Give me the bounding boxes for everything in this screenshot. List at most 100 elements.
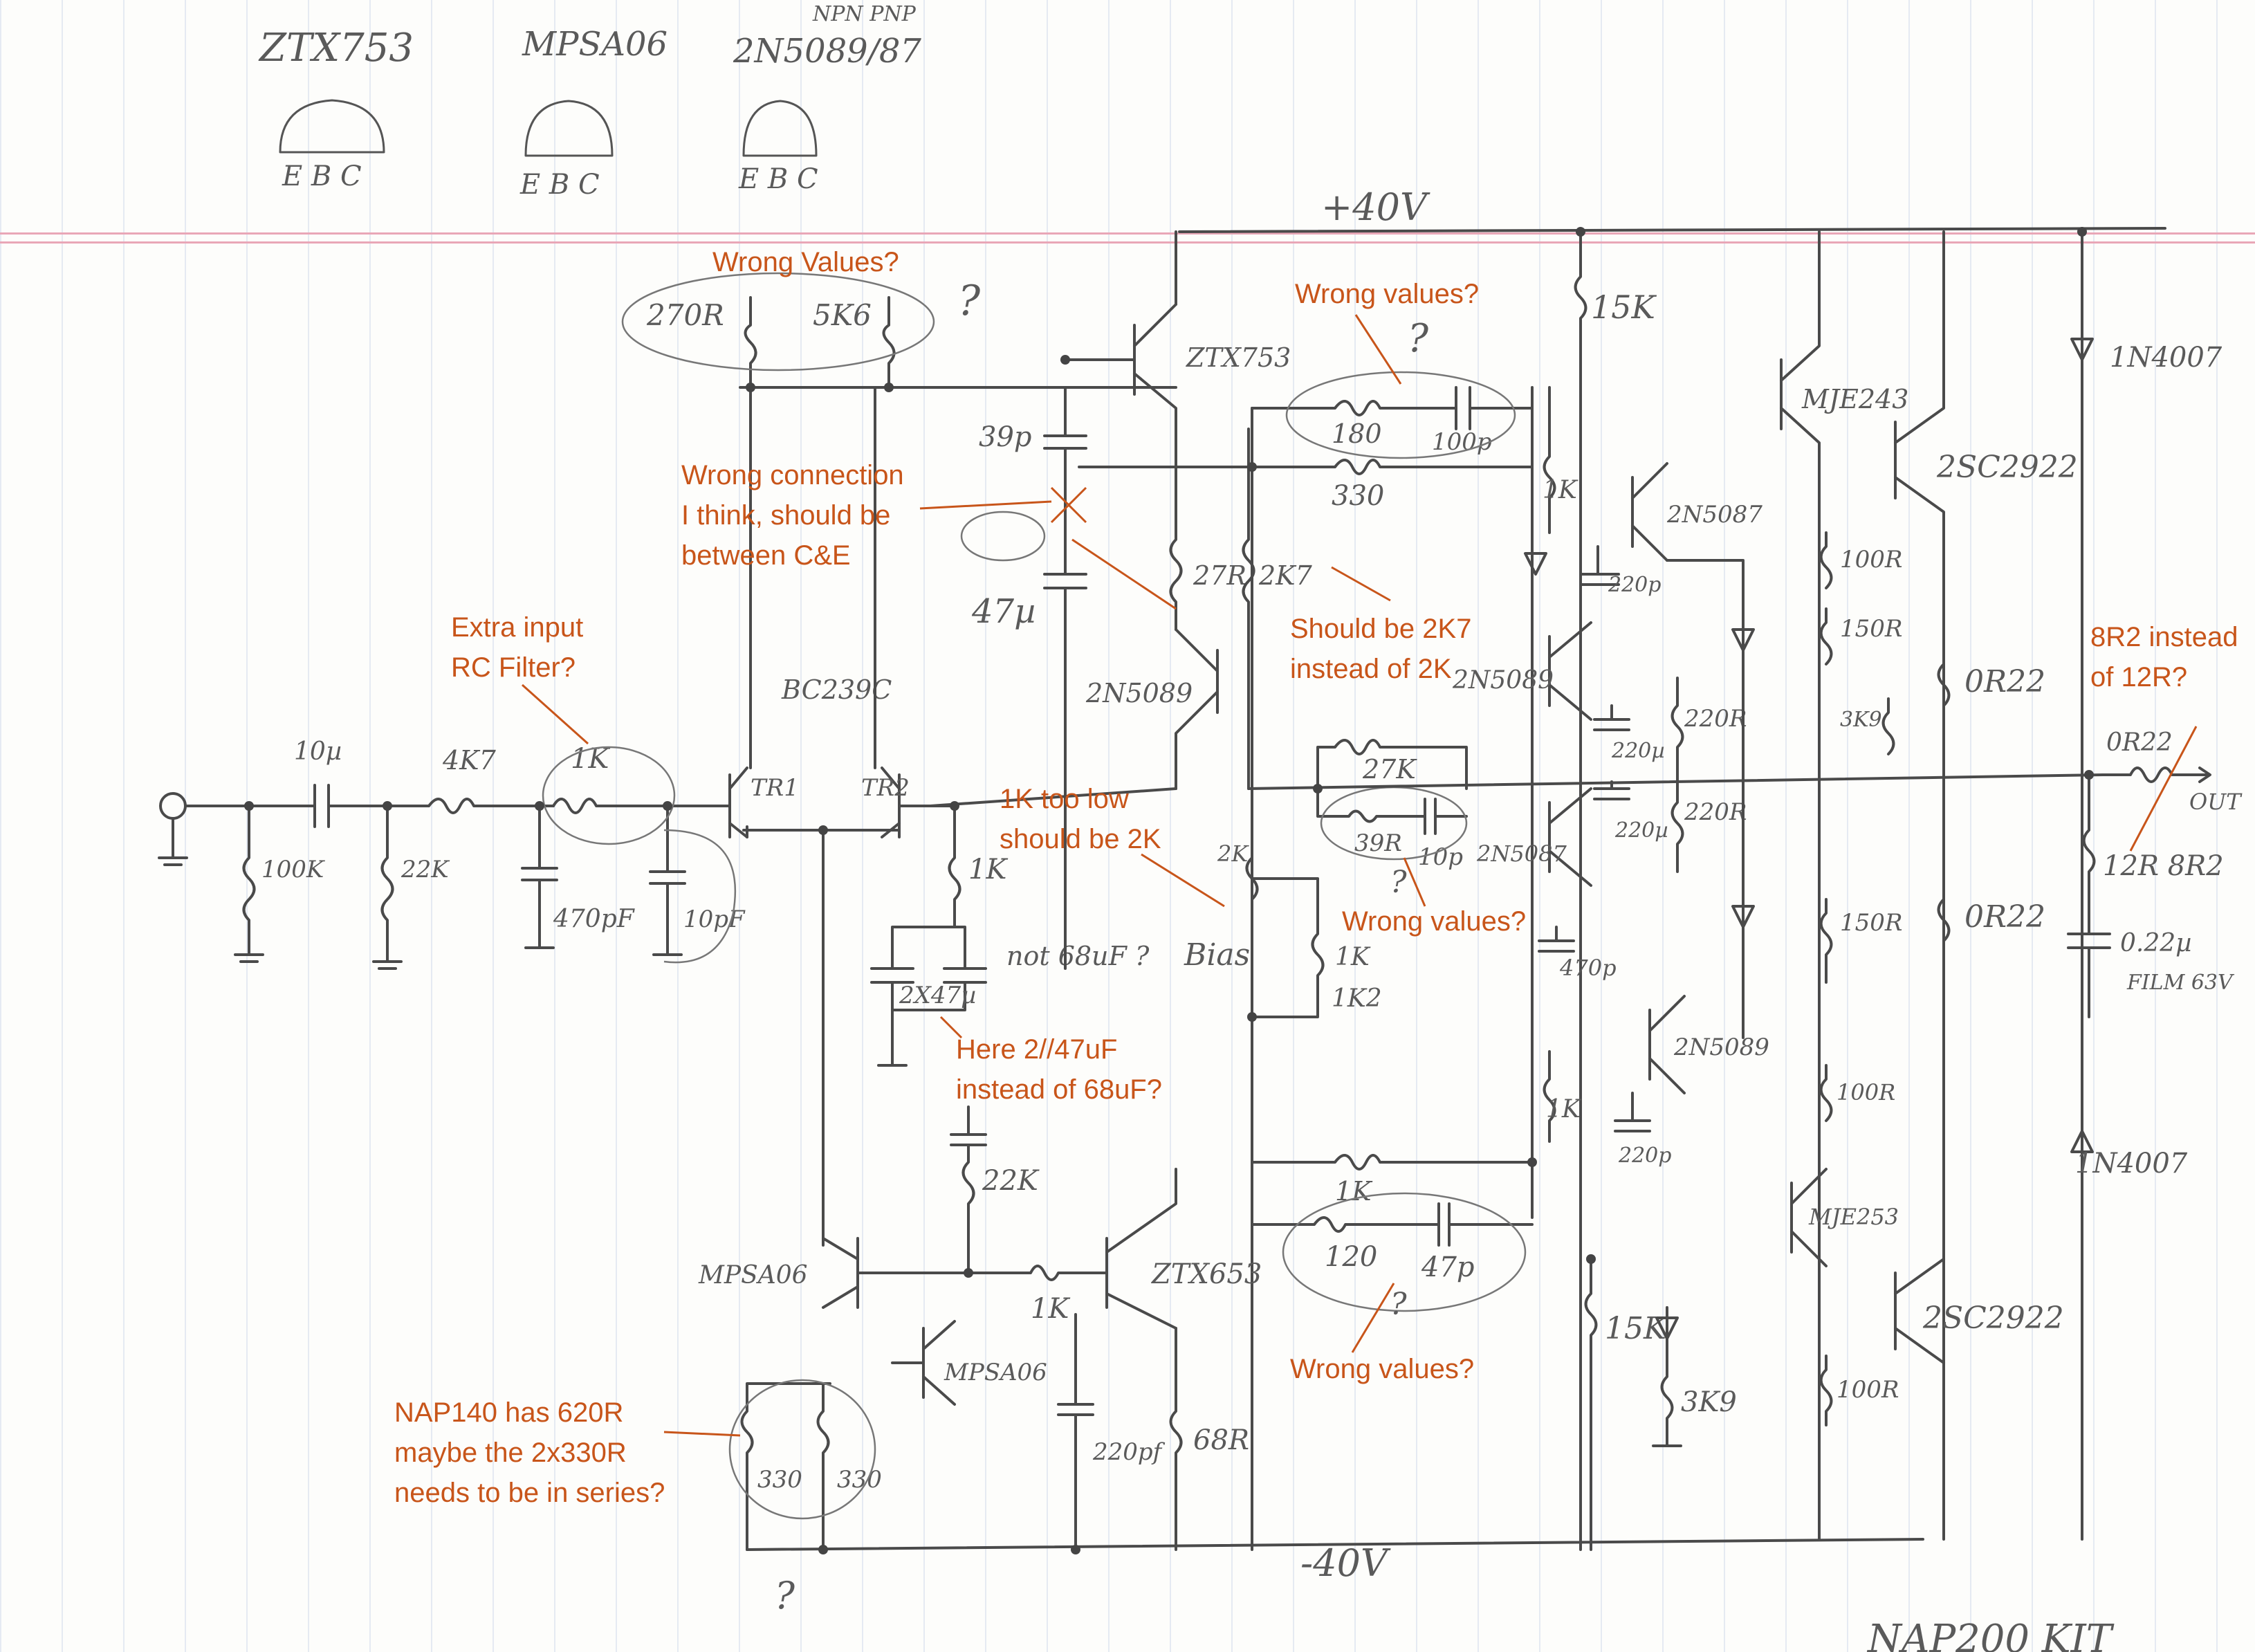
c220pf-label: 220pf	[1092, 1438, 1166, 1466]
r270-label: 270R	[646, 298, 724, 332]
r22k-input-label: 22K	[401, 856, 450, 883]
annotation-wrong-connection-2: I think, should be	[681, 500, 890, 531]
q-2n5087-mid-symbol	[1548, 787, 1592, 887]
r0r22-out-symbol	[2101, 767, 2211, 783]
c10p-label: 10p	[1418, 843, 1463, 871]
ltp-stage: TR1 TR2 BC239C 270R 5K6 ?	[621, 272, 1177, 1247]
question-mark: ?	[775, 1574, 795, 1617]
r150r-bottom-label: 150R	[1840, 909, 1903, 937]
annotation-leader	[1141, 853, 1225, 908]
r220r-a-label: 220R	[1684, 705, 1747, 733]
top-driver-network: 180 100p 330 ?	[1251, 316, 1534, 1219]
diode-string-symbol	[1731, 607, 1755, 1039]
mje243-label: MJE243	[1801, 384, 1908, 414]
c220pf-symbol	[1057, 1313, 1094, 1551]
annotation-extra-input-1: Extra input	[451, 612, 583, 643]
question-circle	[960, 511, 1046, 562]
r1k-vas-label: 1K	[1543, 476, 1578, 504]
c39p-label: 39p	[979, 421, 1032, 453]
output-stage-top: MJE243 2SC2922 100R 150R 3K9 0R22 1N4007	[1780, 230, 2222, 1541]
c39p-symbol	[1043, 358, 1136, 472]
c10pf-circle	[663, 829, 737, 964]
annotation-nap140-2: maybe the 2x330R	[394, 1438, 627, 1468]
wire	[1666, 559, 1745, 610]
r68r-symbol	[1169, 1327, 1183, 1551]
r100r-top-symbol	[1819, 531, 1833, 589]
pinout-2n5089: NPN PNP 2N5089/87 E B C	[733, 2, 921, 195]
c470pf-label: 470pF	[553, 905, 636, 933]
negative-rail-wire	[746, 1538, 1924, 1551]
not68-label: not 68uF ?	[1006, 941, 1150, 971]
paper-margin-line	[0, 232, 2255, 244]
annotation-wrong-connection-1: Wrong connection	[681, 460, 904, 490]
kit-title: NAP200 KIT	[1866, 1617, 2115, 1652]
r15k-top-symbol	[1574, 230, 1587, 1551]
annotation-leader	[1071, 538, 1177, 610]
rc-filter-circle	[542, 746, 676, 845]
c220p-bottom-symbol	[1614, 1092, 1651, 1132]
q-2n5087-top-label: 2N5087	[1666, 501, 1762, 529]
r120-label: 120	[1325, 1241, 1377, 1273]
c220u-a-label: 220µ	[1611, 739, 1665, 763]
annotation-here-2x47uf-2: instead of 68uF?	[956, 1074, 1162, 1105]
mpsa06-b-symbol	[891, 1320, 956, 1406]
q-2n5089-mid-label: 2N5089	[1452, 666, 1554, 695]
q-2sc2922-bottom-symbol	[1894, 1258, 1945, 1364]
mje253-label: MJE253	[1808, 1204, 1899, 1230]
question-mark: ?	[1390, 1287, 1407, 1322]
annotation-1k-too-low-1: 1K too low	[1000, 784, 1129, 814]
feedback-network: 1K 2X47µ not 68uF ?	[870, 787, 1177, 1067]
annotation-8r2-instead-2: of 12R?	[2090, 662, 2187, 692]
c220u-a-symbol	[1593, 704, 1630, 731]
d-1n4007-bottom-label: 1N4007	[2075, 1148, 2188, 1180]
zobel-network-symbol	[2067, 773, 2111, 1018]
vas-stage: ZTX753 39p 47µ 27R 2K7 2N5089	[971, 230, 1313, 1551]
r100r-mid-label: 100R	[1837, 1079, 1895, 1105]
r4k7-label: 4K7	[442, 745, 497, 775]
ztx653-label: ZTX653	[1150, 1258, 1262, 1290]
annotation-leader	[663, 1431, 741, 1437]
out-label: OUT	[2189, 789, 2243, 815]
q-2n5089-mid-symbol	[1548, 621, 1592, 721]
to92-package-outline	[279, 99, 385, 154]
annotation-nap140-1: NAP140 has 620R	[394, 1397, 623, 1428]
r22k-mid-symbol	[950, 1105, 987, 1274]
to92-package-outline	[742, 100, 818, 157]
mpsa06-a-symbol	[822, 1237, 963, 1309]
ltp-collector-wires	[749, 386, 876, 769]
annotation-leader	[1354, 314, 1402, 385]
annotation-leader	[939, 1016, 963, 1039]
annotation-leader	[1403, 857, 1426, 907]
r0r22-a-label: 0R22	[1964, 664, 2045, 699]
q-2n5087-top-symbol	[1631, 462, 1668, 562]
pinout-2n5089-name: 2N5089/87	[733, 32, 921, 71]
r100k-symbol	[234, 805, 264, 963]
mje253-symbol	[1790, 1168, 1828, 1267]
bias-pot-symbol	[1245, 787, 1259, 1018]
wrong-values-circle	[1282, 1192, 1527, 1312]
r150r-top-symbol	[1819, 607, 1833, 666]
feedback-wire	[929, 787, 1177, 807]
c2x47u-label: 2X47µ	[899, 982, 976, 1009]
ztx753-symbol	[1133, 230, 1177, 430]
annotation-extra-input-2: RC Filter?	[451, 652, 576, 683]
r180-c100p-symbol	[1251, 386, 1534, 430]
r3k9-top-symbol	[1881, 697, 1895, 755]
r27k-symbol	[1316, 739, 1468, 790]
c022u-label: 0.22µ	[2120, 929, 2192, 957]
r1k-feedback-label: 1K	[968, 854, 1008, 885]
positive-rail-label: +40V	[1321, 185, 1430, 229]
ltp-tail-wire	[742, 825, 901, 1247]
diode-1n4007-top-symbol	[2070, 230, 2094, 1541]
q-2n5089-vas-label: 2N5089	[1085, 678, 1193, 708]
positive-rail-wire	[1178, 227, 2166, 233]
r3k9-bottom-label: 3K9	[1681, 1386, 1737, 1418]
diode-symbol	[1524, 552, 1547, 576]
c2x47u-symbol	[870, 926, 987, 1067]
r1k-input-symbol	[552, 798, 707, 814]
c47p-label: 47p	[1421, 1251, 1475, 1283]
r2k7-label: 2K7	[1258, 560, 1313, 591]
r39r-c10p-symbol	[1316, 787, 1468, 835]
c470p-symbol	[1538, 926, 1575, 953]
